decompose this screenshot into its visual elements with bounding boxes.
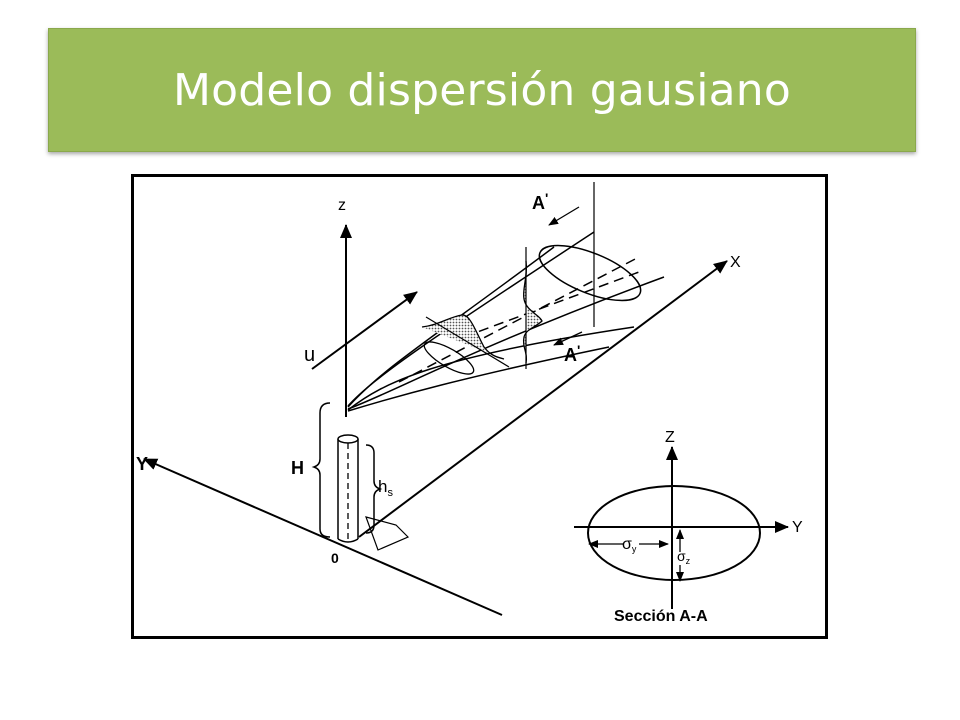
label-x: X — [730, 254, 741, 271]
label-cs-y: Y — [792, 519, 803, 536]
gaussian-plume-diagram: z X Y 0 u H hs A' A' Z Y σy σz Sección A… — [136, 182, 803, 625]
plume-ellipse-near — [423, 341, 475, 375]
slide-title: Modelo dispersión gausiano — [172, 64, 792, 116]
plume-ellipse-far — [538, 244, 642, 302]
plume — [347, 231, 665, 412]
label-hs: hs — [378, 477, 393, 499]
brace-hs — [365, 444, 383, 534]
label-sigma-z: σz — [677, 548, 691, 566]
label-origin: 0 — [331, 550, 339, 566]
label-section-A-top: A' — [532, 190, 548, 213]
y-axis-line — [143, 458, 503, 616]
label-sigma-y: σy — [622, 536, 637, 554]
stack — [337, 434, 359, 543]
label-z: z — [338, 197, 346, 214]
cross-section: Z Y σy σz Sección A-A — [574, 429, 803, 625]
gaussian-profile-horizontal — [421, 314, 505, 360]
wind-arrow — [311, 291, 418, 370]
label-y: Y — [136, 454, 148, 474]
title-bar: Modelo dispersión gausiano — [48, 28, 916, 152]
label-H: H — [291, 458, 304, 478]
diagram-frame: z X Y 0 u H hs A' A' Z Y σy σz Sección A… — [131, 174, 828, 639]
label-cs-z: Z — [665, 429, 675, 446]
label-wind: u — [304, 344, 315, 366]
gaussian-profile-vertical — [522, 260, 543, 364]
brace-H — [311, 402, 331, 538]
label-section-caption: Sección A-A — [614, 608, 708, 625]
x-axis-line — [358, 260, 728, 538]
label-section-A-bottom: A' — [564, 342, 580, 365]
ground-patch — [365, 516, 410, 551]
